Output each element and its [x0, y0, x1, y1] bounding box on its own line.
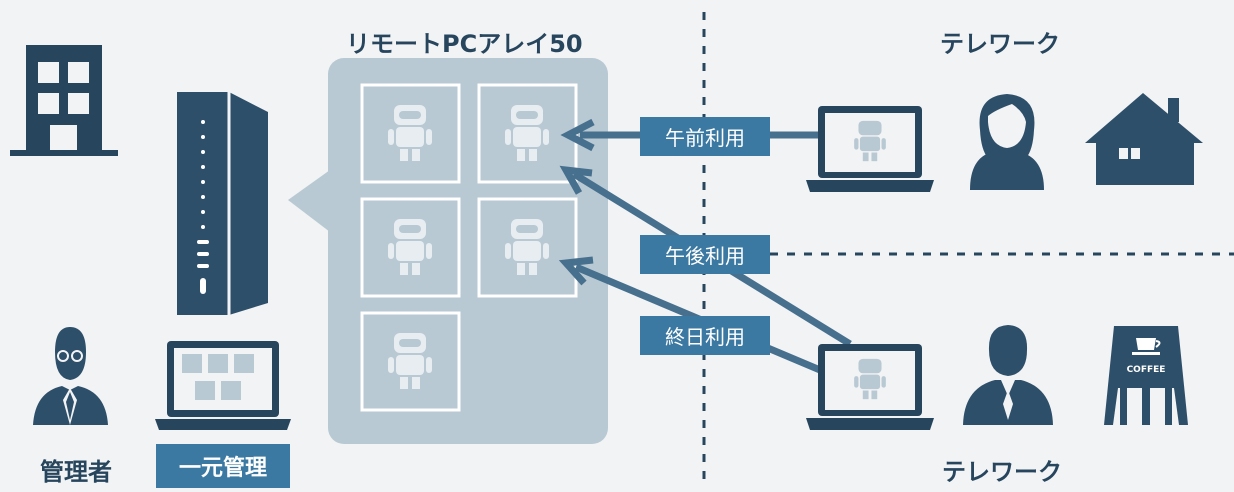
- robot-icon: [388, 333, 432, 389]
- robot-icon: [505, 219, 549, 275]
- pc-array-panel: [288, 58, 608, 444]
- pc-cell-5: [360, 311, 461, 412]
- array-title: リモートPCアレイ50: [346, 30, 583, 58]
- usage-morning-badge: 午前利用: [640, 117, 770, 156]
- admin-label: 管理者: [40, 458, 112, 486]
- telework-label-top: テレワーク: [940, 30, 1060, 58]
- usage-allday-badge: 終日利用: [640, 316, 770, 355]
- admin-person-icon: [33, 327, 108, 425]
- office-building-icon: [10, 45, 118, 156]
- pc-cell-4: [477, 197, 578, 298]
- robot-layer: [388, 105, 886, 400]
- coffee-sign-text: COFFEE: [1127, 365, 1166, 375]
- robot-icon: [388, 219, 432, 275]
- server-tower-icon: [177, 92, 268, 315]
- robot-icon: [854, 358, 886, 400]
- robot-icon: [505, 105, 549, 161]
- pc-cell-1: [360, 83, 461, 184]
- pc-cell-3: [360, 197, 461, 298]
- robot-icon: [388, 105, 432, 161]
- usage-afternoon-badge: 午後利用: [640, 235, 770, 274]
- businessman-user-icon: [963, 325, 1053, 425]
- telework-label-bottom: テレワーク: [942, 458, 1062, 486]
- house-icon: [1085, 93, 1203, 185]
- robot-icon: [854, 120, 886, 162]
- unified-management-badge: 一元管理: [156, 444, 290, 488]
- laptop-icon-admin: [155, 341, 291, 430]
- coffee-sign-icon: COFFEE: [1104, 326, 1188, 425]
- woman-user-icon: [970, 94, 1044, 190]
